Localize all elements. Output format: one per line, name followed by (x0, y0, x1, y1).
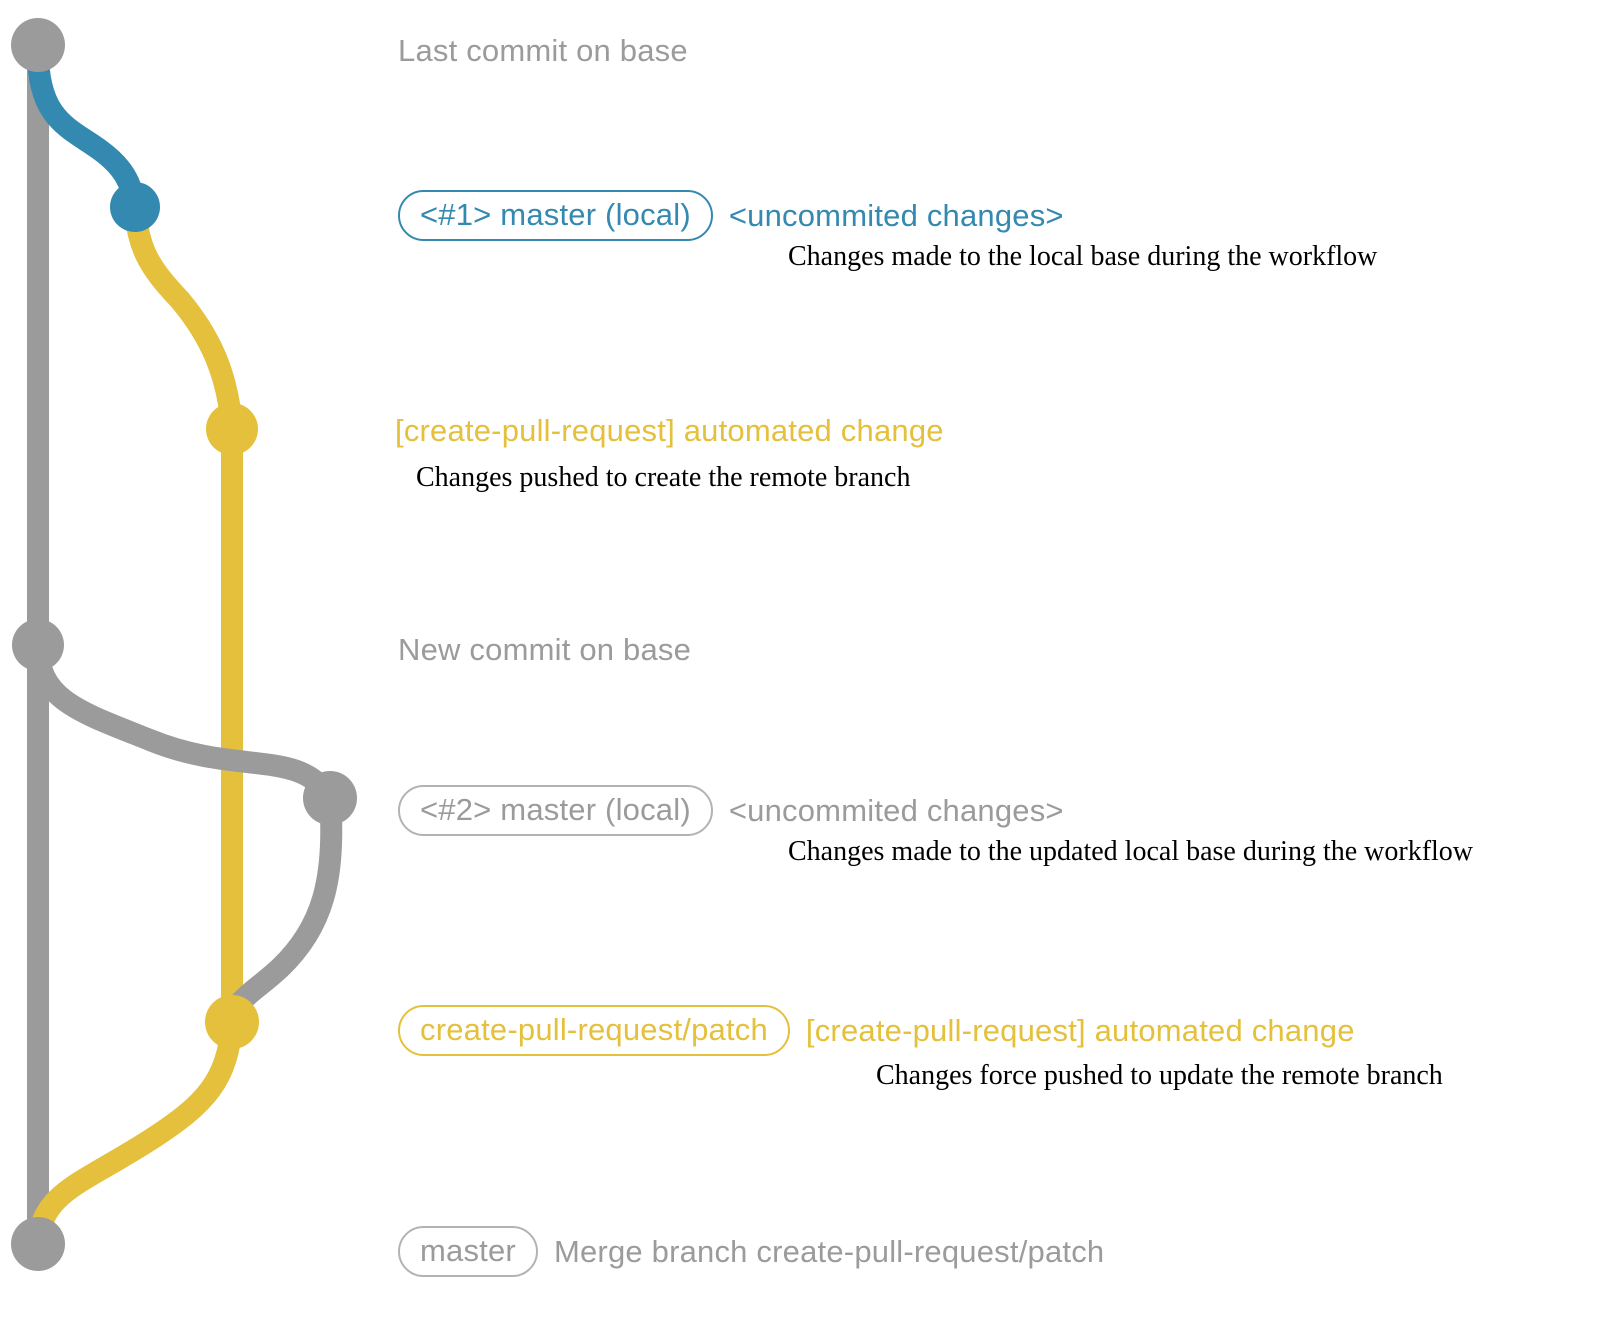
caption-automated-change-2: Changes force pushed to update the remot… (876, 1060, 1443, 1091)
node-base-head (11, 18, 65, 72)
new-commit-label: New commit on base (398, 632, 692, 667)
caption-automated-change-1: Changes pushed to create the remote bran… (416, 462, 911, 493)
commit-title-merge-branch: Merge branch create-pull-request/patch (553, 1233, 1105, 1269)
edge-local1-to-patch1 (124, 196, 243, 440)
row-last-commit-on-base: Last commit on base (398, 33, 688, 69)
edge-patch2-to-merge (27, 1011, 243, 1255)
commit-title-uncommited-changes-1: <uncommited changes> (728, 197, 1064, 233)
caption-local-commit-1: Changes made to the local base during th… (788, 241, 1378, 272)
badge-master[interactable]: master (398, 1226, 538, 1277)
badge-master-local-1[interactable]: <#1> master (local) (398, 190, 713, 241)
node-patch-1 (206, 403, 258, 455)
commit-nodes (11, 18, 357, 1271)
commit-title-automated-change-2: [create-pull-request] automated change (805, 1012, 1355, 1048)
last-commit-label: Last commit on base (398, 33, 688, 68)
edge-local2-to-patch2 (221, 787, 343, 1033)
edge-base-to-local1 (27, 41, 146, 218)
row-automated-change-2: create-pull-request/patch [create-pull-r… (398, 1005, 1355, 1056)
row-new-commit-on-base: New commit on base (398, 632, 691, 668)
row-local-commit-2: <#2> master (local) <uncommited changes> (398, 785, 1064, 836)
row-merge-commit: master Merge branch create-pull-request/… (398, 1226, 1104, 1277)
badge-master-local-2[interactable]: <#2> master (local) (398, 785, 713, 836)
node-local-2 (303, 771, 357, 825)
commit-title-automated-change-1: [create-pull-request] automated change (395, 413, 944, 448)
node-local-1 (110, 182, 160, 232)
node-patch-2 (205, 995, 259, 1049)
row-local-commit-1: <#1> master (local) <uncommited changes> (398, 190, 1064, 241)
row-automated-change-1: [create-pull-request] automated change (395, 413, 944, 449)
caption-local-commit-2: Changes made to the updated local base d… (788, 836, 1474, 867)
commit-title-uncommited-changes-2: <uncommited changes> (728, 792, 1064, 828)
badge-create-pull-request-patch[interactable]: create-pull-request/patch (398, 1005, 790, 1056)
edge-basenew-to-local2 (27, 634, 341, 809)
node-merge (11, 1217, 65, 1271)
node-base-new (12, 619, 64, 671)
